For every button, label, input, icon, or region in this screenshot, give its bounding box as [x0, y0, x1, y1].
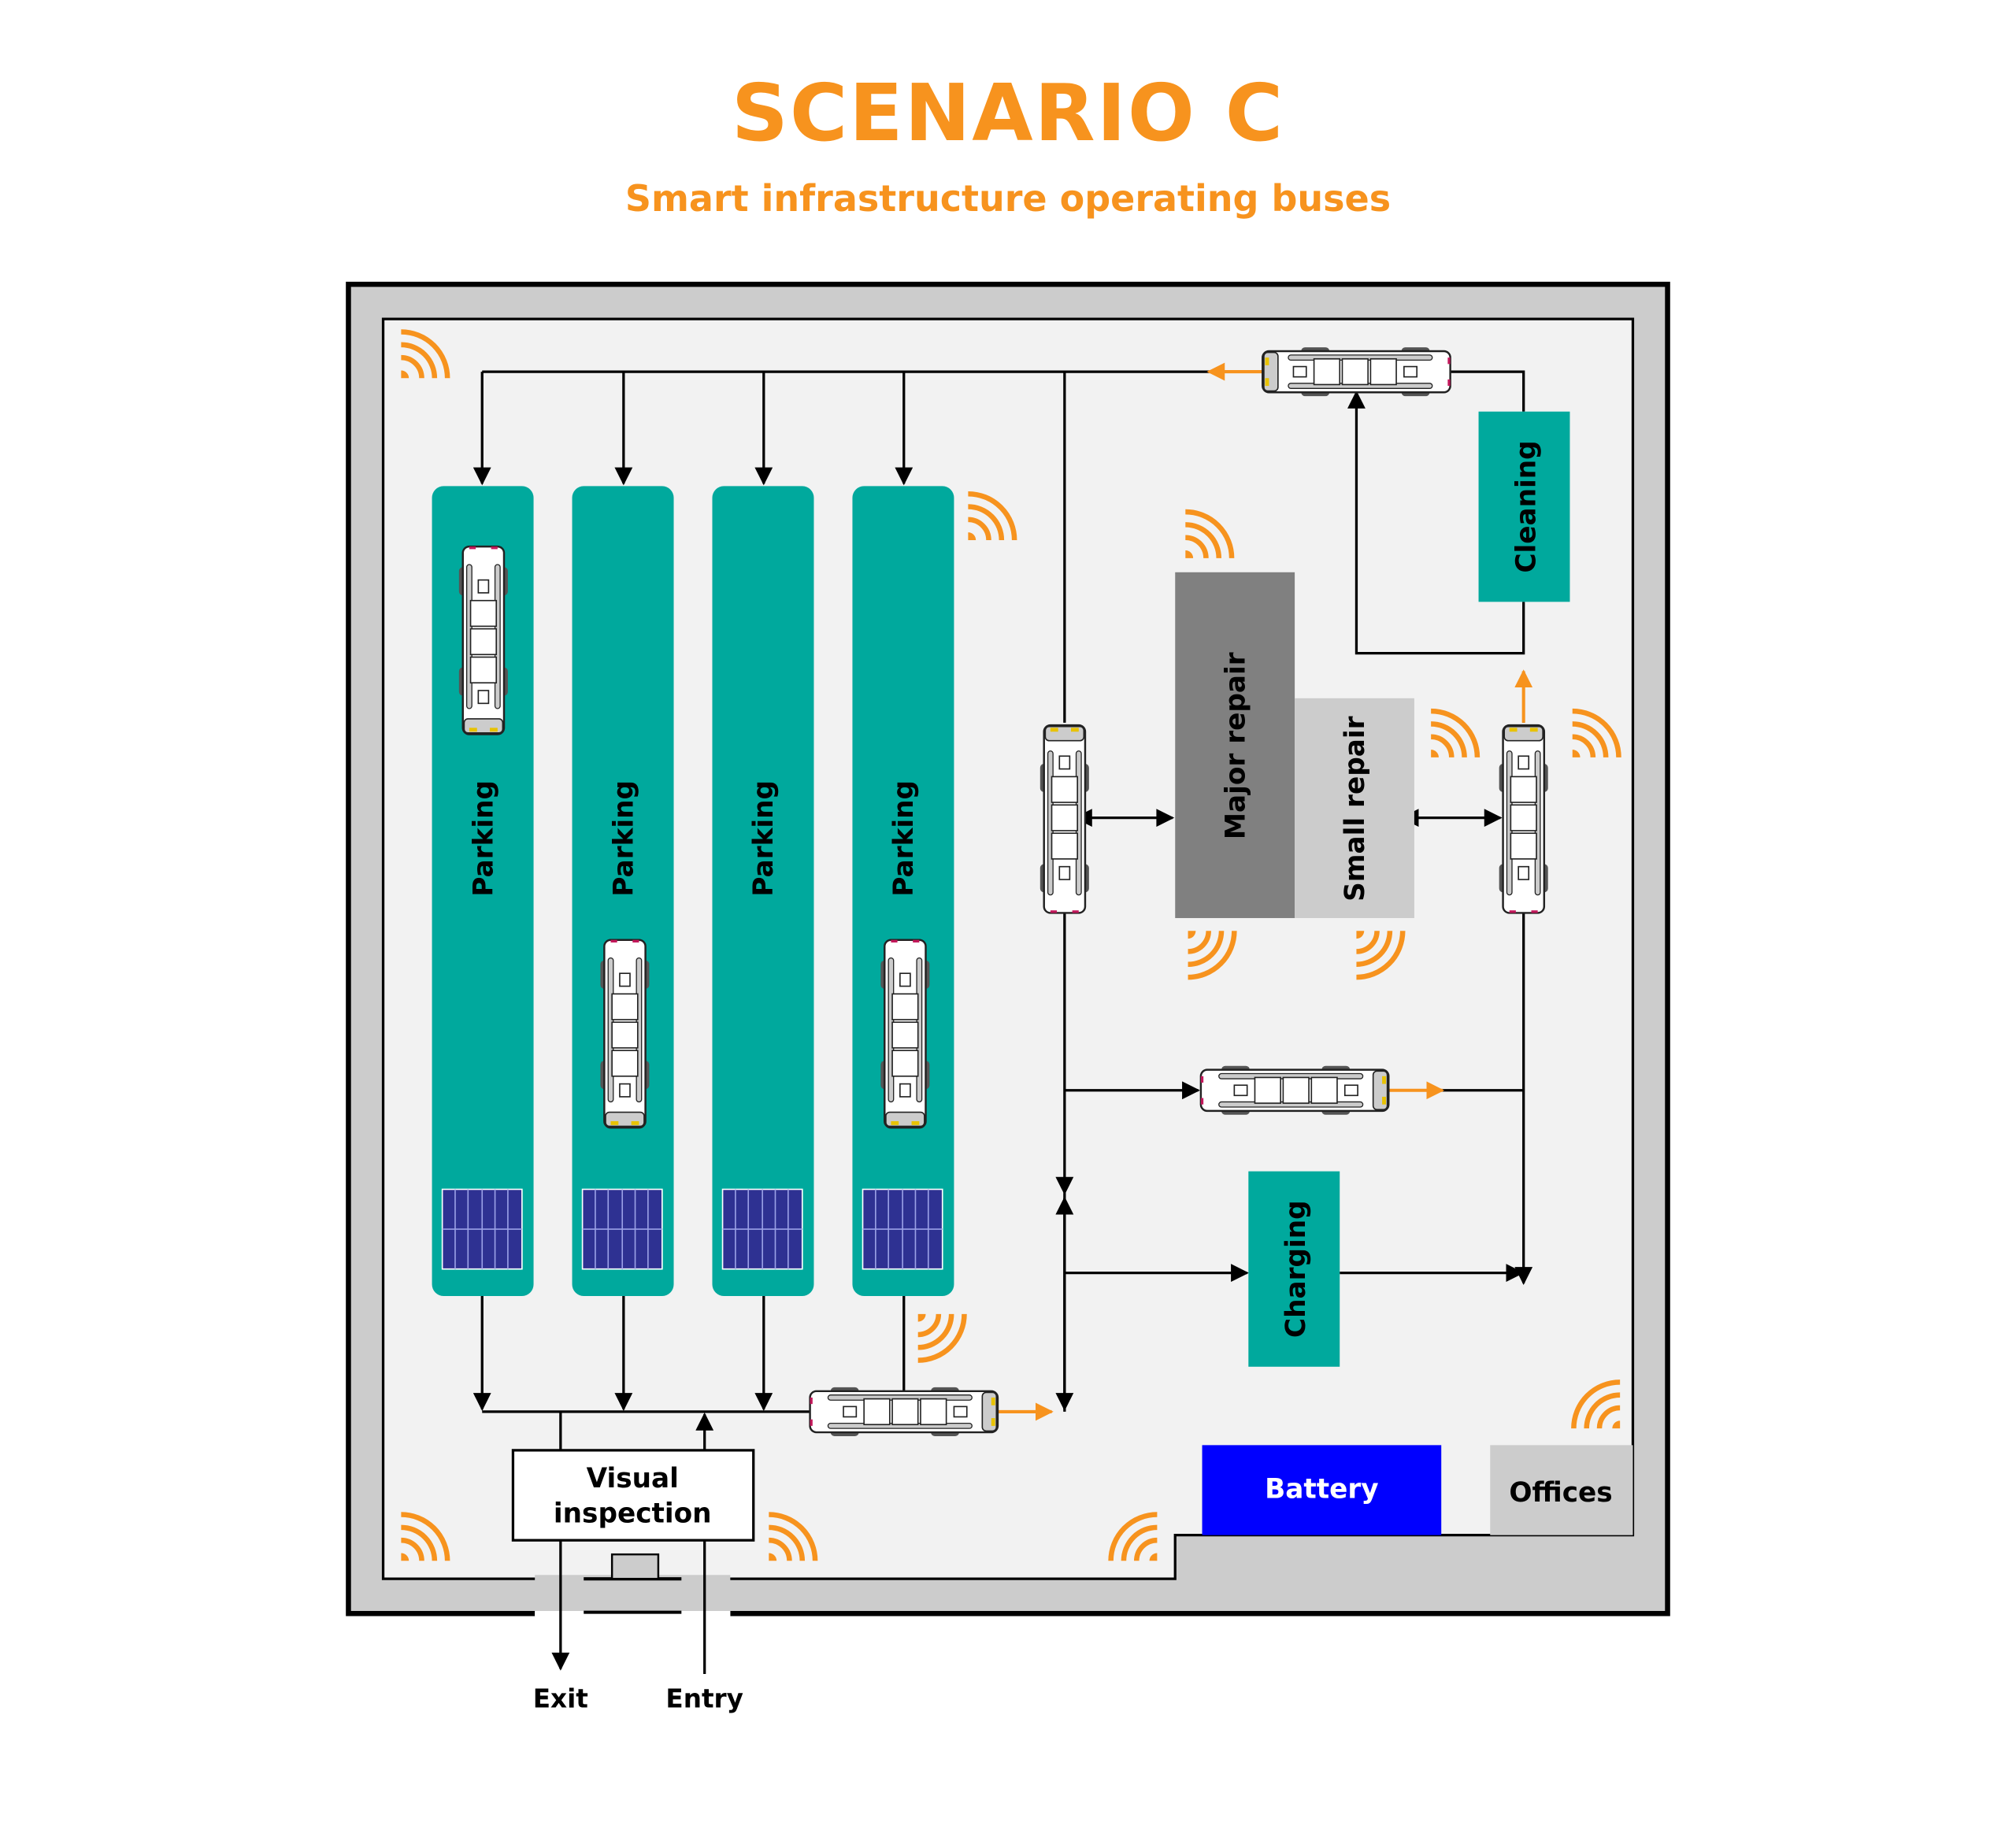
parking-label-4: Parking [888, 780, 920, 897]
bus-icon [809, 1386, 999, 1438]
page-subtitle: Smart infrastructure operating buses [624, 177, 1392, 220]
parking-zone-4: Parking [852, 486, 954, 1296]
offices-zone: Offices [1490, 1445, 1633, 1535]
solar-panel-icon [441, 1188, 523, 1270]
parking-zone-1: Parking [432, 486, 534, 1296]
bus-icon [1498, 724, 1549, 914]
entry-label: Entry [665, 1683, 743, 1713]
cleaning-zone: Cleaning [1478, 411, 1570, 602]
parking-label-3: Parking [748, 780, 780, 897]
bus-motion-arrows [997, 362, 1533, 1421]
visual-inspection-label-line1: Visual [587, 1463, 679, 1494]
building-outline [346, 281, 1670, 1619]
major-repair-label: Major repair [1220, 652, 1251, 839]
battery-zone: Battery [1202, 1445, 1442, 1535]
exit-label: Exit [533, 1683, 588, 1713]
parking-zone-3: Parking [712, 486, 814, 1296]
major-repair-zone: Major repair [1175, 572, 1295, 918]
solar-panel-icon [721, 1188, 803, 1270]
bus-icon [1039, 724, 1091, 914]
bus-icon [1262, 346, 1451, 398]
parking-label-2: Parking [608, 780, 639, 897]
battery-label: Battery [1265, 1473, 1378, 1505]
gate-booth [610, 1553, 660, 1580]
small-repair-label: Small repair [1340, 716, 1371, 901]
bus-icon [880, 939, 931, 1129]
flow-arrows [472, 370, 1533, 1674]
solar-panel-icon [862, 1188, 943, 1270]
solar-panel-icon [581, 1188, 663, 1270]
parking-zone-2: Parking [572, 486, 674, 1296]
offices-label: Offices [1509, 1477, 1612, 1509]
small-repair-zone: Small repair [1295, 698, 1414, 918]
parking-label-1: Parking [468, 780, 499, 897]
page-title: SCENARIO C [731, 67, 1285, 159]
bus-icon [1199, 1065, 1390, 1117]
bus-icon [458, 545, 510, 735]
charging-zone: Charging [1248, 1171, 1340, 1367]
bus-icon [599, 939, 650, 1129]
cleaning-label: Cleaning [1510, 440, 1542, 572]
charging-label: Charging [1280, 1200, 1312, 1338]
visual-inspection-label-line2: inspection [554, 1498, 712, 1529]
visual-inspection-zone: Visual inspection [511, 1449, 755, 1542]
